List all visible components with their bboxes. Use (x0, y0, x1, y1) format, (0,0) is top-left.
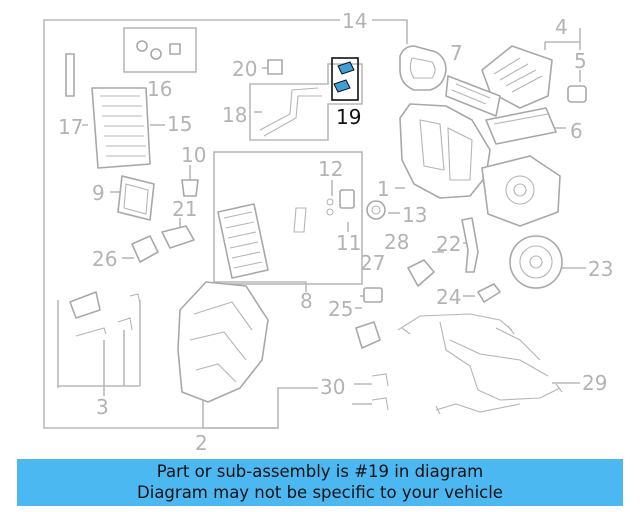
info-banner: Part or sub-assembly is #19 in diagram D… (17, 459, 623, 506)
callout-13: 13 (402, 203, 427, 227)
callout-labels: 14 4 7 5 6 1 13 22 28 23 24 27 25 29 30 … (58, 9, 613, 455)
part-30-sensor (371, 373, 389, 411)
callout-18: 18 (222, 103, 247, 127)
callout-8: 8 (300, 289, 313, 313)
callout-17: 17 (58, 115, 83, 139)
part-11-valve (339, 189, 355, 209)
callout-7: 7 (450, 41, 463, 65)
part-16-box (123, 27, 197, 73)
part-17-bracket (65, 53, 75, 97)
part-27-clip (363, 287, 383, 303)
parts-diagram: 14 4 7 5 6 1 13 22 28 23 24 27 25 29 30 … (43, 9, 613, 455)
callout-4: 4 (555, 15, 568, 39)
part-18-box (249, 63, 363, 141)
callout-22: 22 (436, 232, 461, 256)
callout-11: 11 (336, 231, 361, 255)
part-12-clip (326, 198, 334, 216)
part-13-grommet (366, 200, 386, 220)
callout-5: 5 (574, 49, 587, 73)
callout-23: 23 (588, 257, 613, 281)
part-26-actuator (131, 235, 159, 263)
callout-19: 19 (336, 105, 361, 129)
callout-2: 2 (195, 431, 208, 455)
part-29-harness (397, 313, 563, 415)
callout-15: 15 (167, 112, 192, 136)
banner-line-2: Diagram may not be specific to your vehi… (137, 483, 503, 502)
part-8-evaporator (217, 203, 307, 279)
part-19-box (331, 57, 359, 101)
callout-26: 26 (92, 247, 117, 271)
part-2-housing (177, 281, 269, 403)
part-1-hvac-housing (399, 103, 561, 227)
callout-16: 16 (147, 77, 172, 101)
part-24-sensor (477, 283, 501, 303)
callout-30: 30 (320, 375, 345, 399)
callout-10: 10 (181, 143, 206, 167)
part-16-parts (136, 40, 181, 60)
part-10-sensor (181, 179, 199, 197)
part-18-line (259, 87, 322, 137)
part-28-actuator (407, 259, 435, 287)
callout-14: 14 (342, 9, 367, 33)
callout-21: 21 (172, 197, 197, 221)
part-19-o-rings (333, 61, 355, 93)
part-23-blower-motor (509, 235, 563, 289)
part-25-actuator (355, 321, 381, 349)
part-5-clip (567, 85, 587, 103)
part-8-box (213, 151, 363, 285)
part-7-bracket (445, 75, 501, 117)
part-20-clip (267, 59, 283, 75)
part-22-rod (461, 217, 479, 273)
callout-25: 25 (328, 297, 353, 321)
callout-6: 6 (570, 119, 583, 143)
part-14-seal (399, 45, 447, 91)
callout-27: 27 (360, 251, 385, 275)
callout-29: 29 (582, 371, 607, 395)
callout-24: 24 (436, 285, 461, 309)
part-6-filter (485, 107, 557, 145)
callout-9: 9 (92, 181, 105, 205)
part-9-gasket (117, 175, 155, 221)
callout-28: 28 (384, 230, 409, 254)
part-3-components (69, 291, 141, 337)
callout-20: 20 (232, 57, 257, 81)
banner-line-1: Part or sub-assembly is #19 in diagram (156, 462, 484, 481)
callout-12: 12 (318, 157, 343, 181)
part-21-bracket (161, 225, 195, 249)
callout-3: 3 (96, 395, 109, 419)
callout-1: 1 (377, 177, 390, 201)
part-15-heater-core (91, 87, 151, 169)
